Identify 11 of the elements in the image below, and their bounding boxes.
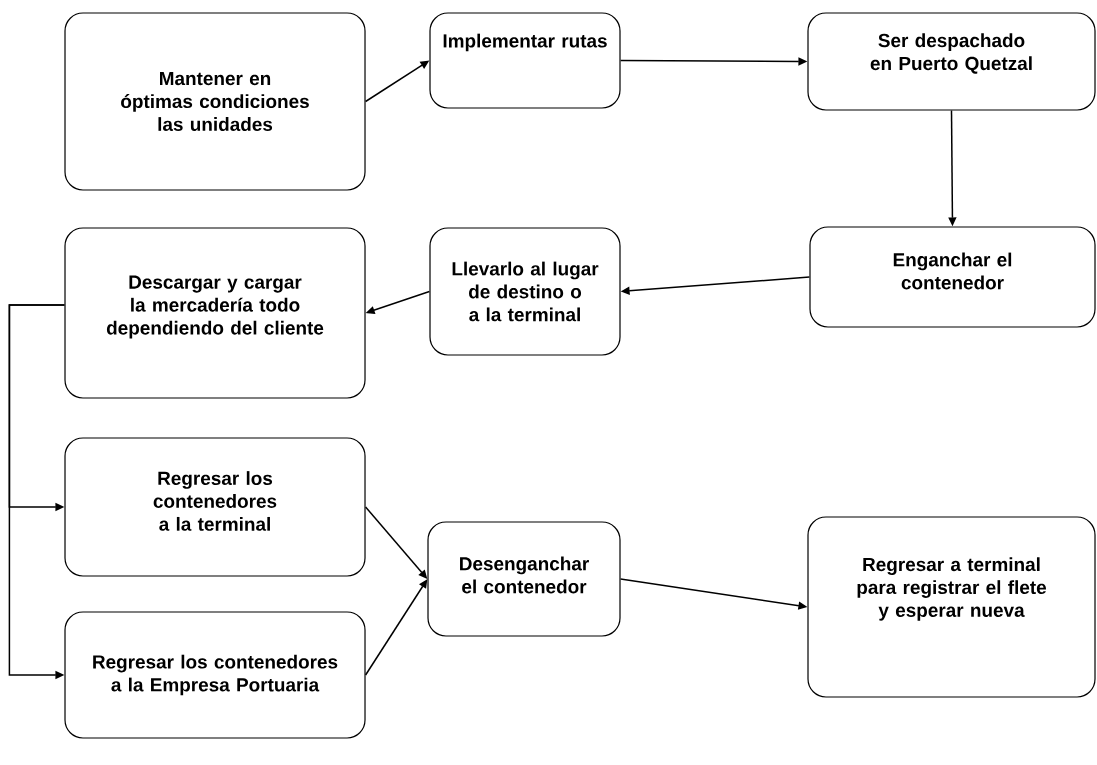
process-box: Regresar a terminal para registrar el flete y esperar nueva xyxy=(807,516,1096,698)
process-box: Regresar los contenedores a la terminal xyxy=(64,437,366,577)
process-box: Mantener en óptimas condiciones las unidades xyxy=(64,12,366,191)
arrow xyxy=(364,579,428,676)
process-box: Ser despachado en Puerto Quetzal xyxy=(807,12,1096,111)
process-box: Descargar y cargar la mercadería todo dependiendo del cliente xyxy=(64,227,366,399)
process-box: Regresar los contenedores a la Empresa Portuaria xyxy=(64,611,366,739)
process-box: Enganchar el contenedor xyxy=(809,226,1096,328)
process-box: Desenganchar el contenedor xyxy=(427,521,621,637)
process-box: Llevarlo al lugar de destino o a la terminal xyxy=(429,227,621,356)
process-box: Implementar rutas xyxy=(429,12,621,109)
